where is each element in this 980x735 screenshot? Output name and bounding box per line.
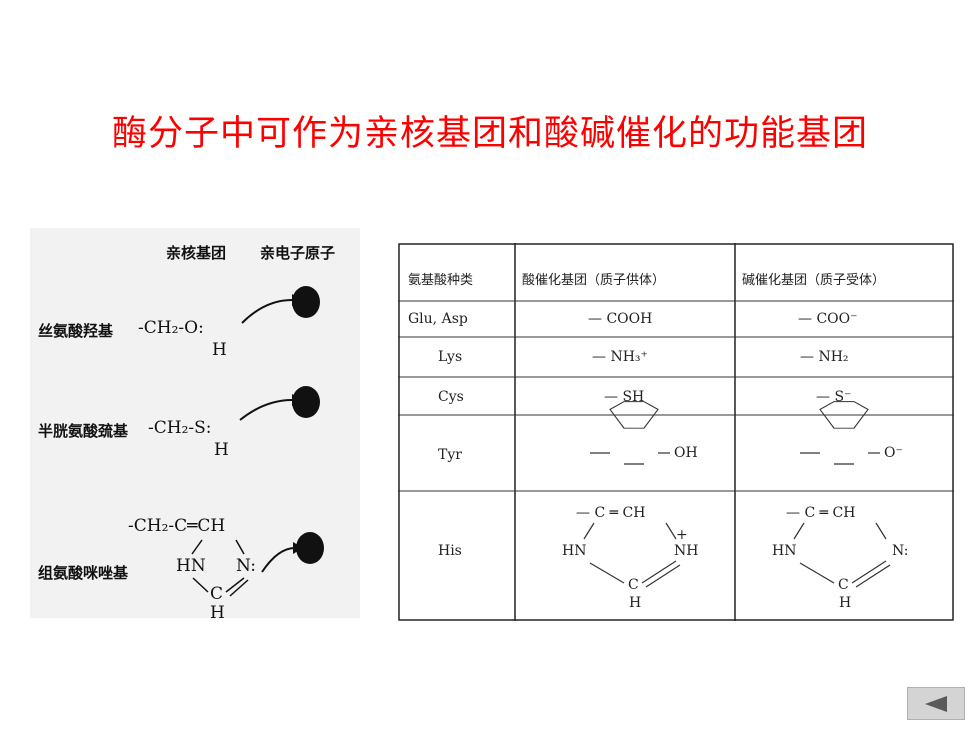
nucleophile-figure: 亲核基团 亲电子原子 丝氨酸羟基 -CH₂-O: H 半胱氨酸巯基 -CH₂-S… [30, 228, 360, 623]
his-acid-h: H [629, 595, 642, 611]
aa-glu-asp: Glu, Asp [408, 311, 468, 327]
serine-h: H [212, 340, 227, 360]
electrophile-ball-3 [296, 532, 324, 564]
his-base-bonds [793, 522, 891, 588]
left-triangle-icon [925, 695, 947, 712]
base-cys: — S⁻ [816, 389, 852, 405]
his-base-h: H [839, 595, 852, 611]
aa-lys: Lys [438, 349, 463, 365]
his-base-n: N: [892, 543, 909, 559]
header-electrophile: 亲电子原子 [260, 244, 336, 262]
base-glu-asp: — COO⁻ [798, 311, 858, 327]
header-acid-group: 酸催化基团（质子供体） [522, 273, 666, 288]
his-acid-hn: HN [562, 543, 587, 559]
histidine-label: 组氨酸咪唑基 [38, 564, 129, 582]
histidine-h: H [210, 603, 225, 623]
table-grid [398, 243, 954, 621]
his-base-top: — C ═ CH [786, 505, 856, 521]
his-acid-c: C [628, 577, 639, 593]
serine-formula: -CH₂-O: [138, 318, 204, 338]
acid-lys: — NH₃⁺ [592, 349, 648, 365]
header-nucleophile: 亲核基团 [166, 244, 227, 262]
aa-his: His [438, 543, 462, 559]
slide-title: 酶分子中可作为亲核基团和酸碱催化的功能基团 [111, 114, 868, 154]
tyr-acid-ring [590, 401, 670, 465]
histidine-arrow [261, 547, 296, 573]
his-acid-bonds [583, 522, 681, 588]
tyr-base-ring [800, 401, 880, 465]
base-lys: — NH₂ [800, 349, 849, 365]
his-base-hn: HN [772, 543, 797, 559]
cysteine-formula: -CH₂-S: [148, 418, 212, 438]
previous-slide-button[interactable] [907, 687, 965, 720]
aa-tyr: Tyr [438, 447, 462, 463]
aa-cys: Cys [438, 389, 464, 405]
serine-label: 丝氨酸羟基 [38, 322, 114, 340]
base-tyr: O⁻ [884, 445, 903, 461]
his-acid-plus: + [676, 527, 688, 543]
header-base-group: 碱催化基团（质子受体） [742, 273, 886, 288]
header-amino-acid: 氨基酸种类 [408, 273, 474, 288]
acid-glu-asp: — COOH [588, 311, 653, 327]
histidine-n: N: [236, 556, 256, 576]
his-acid-top: — C ═ CH [576, 505, 646, 521]
serine-arrow [241, 299, 293, 324]
electrophile-ball-2 [292, 386, 320, 418]
cysteine-label: 半胱氨酸巯基 [38, 422, 129, 440]
histidine-hn: HN [176, 556, 206, 576]
acid-cys: — SH [604, 389, 645, 405]
acid-tyr: OH [674, 445, 698, 461]
histidine-formula-top: -CH₂-C═CH [128, 516, 226, 536]
his-base-c: C [838, 577, 849, 593]
his-acid-nh: NH [674, 543, 699, 559]
histidine-c: C [210, 584, 224, 604]
cysteine-arrow [239, 399, 293, 421]
electrophile-ball-1 [292, 286, 320, 318]
catalytic-groups-table: 氨基酸种类 酸催化基团（质子供体） 碱催化基团（质子受体） Glu, Asp —… [398, 243, 954, 621]
cysteine-h: H [214, 440, 229, 460]
